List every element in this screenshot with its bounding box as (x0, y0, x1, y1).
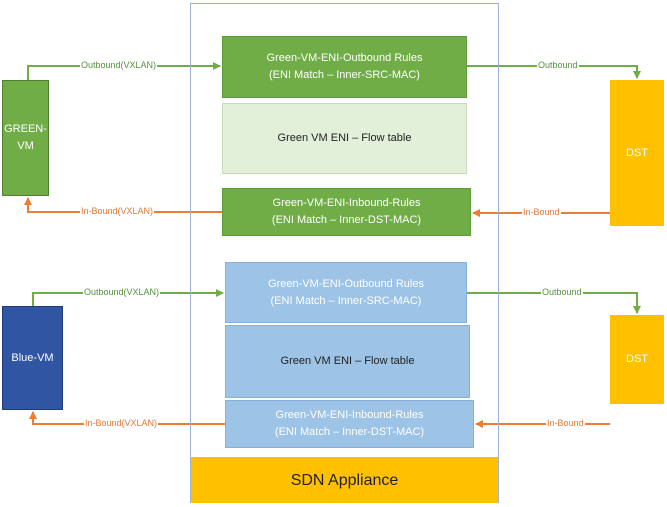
green-outbound-dst-label: Outbound (537, 60, 579, 71)
green-inbound-vxlan-arrow (24, 197, 222, 213)
green-eni-inbound-rules: Green-VM-ENI-Inbound-Rules (ENI Match – … (222, 188, 471, 236)
blue-outbound-dst-label: Outbound (541, 287, 583, 298)
green-vm-box: GREEN- VM (2, 80, 49, 196)
blue-inbound-title: Green-VM-ENI-Inbound-Rules (275, 409, 424, 421)
green-vm-label-line1: GREEN- (4, 123, 47, 135)
blue-flow-table-label: Green VM ENI – Flow table (280, 355, 415, 367)
blue-outbound-title: Green-VM-ENI-Outbound Rules (268, 277, 424, 290)
blue-eni-inbound-rules: Green-VM-ENI-Inbound-Rules (ENI Match – … (225, 400, 474, 448)
blue-outbound-vxlan-label: Outbound(VXLAN) (83, 287, 161, 298)
green-vm-label-line2: VM (17, 140, 34, 152)
blue-inbound-vxlan-arrow (29, 411, 225, 425)
green-inbound-match: (ENI Match – Inner-DST-MAC) (271, 214, 422, 226)
green-outbound-match: (ENI Match – Inner-SRC-MAC) (269, 69, 420, 81)
green-outbound-title: Green-VM-ENI-Outbound Rules (266, 52, 423, 64)
green-eni-flow-table: Green VM ENI – Flow table (222, 103, 467, 174)
blue-inbound-match: (ENI Match – Inner-DST-MAC) (274, 426, 425, 438)
blue-eni-flow-table: Green VM ENI – Flow table (225, 325, 470, 398)
green-inbound-dst-label: In-Bound (522, 207, 561, 218)
green-outbound-dst-arrow (467, 65, 641, 79)
green-inbound-title: Green-VM-ENI-Inbound-Rules (272, 197, 421, 209)
green-flow-table-label: Green VM ENI – Flow table (277, 132, 412, 144)
dst-label-green: DST (626, 146, 648, 159)
blue-eni-outbound-rules: Green-VM-ENI-Outbound Rules (ENI Match –… (225, 262, 467, 323)
blue-outbound-dst-arrow (467, 292, 641, 314)
blue-vm-label: Blue-VM (11, 351, 54, 364)
blue-inbound-vxlan-label: In-Bound(VXLAN) (84, 418, 159, 429)
green-outbound-vxlan-label: Outbound(VXLAN) (80, 60, 158, 71)
dst-box-green: DST (610, 80, 664, 226)
dst-box-blue: DST (610, 315, 664, 404)
sdn-appliance-label: SDN Appliance (290, 471, 399, 489)
blue-inbound-dst-label: In-Bound (546, 418, 585, 429)
blue-vm-box: Blue-VM (2, 306, 63, 410)
dst-label-blue: DST (626, 353, 648, 365)
sdn-appliance-bar: SDN Appliance (191, 457, 498, 503)
blue-outbound-match: (ENI Match – Inner-SRC-MAC) (270, 294, 422, 307)
green-eni-outbound-rules: Green-VM-ENI-Outbound Rules (ENI Match –… (222, 36, 467, 98)
green-inbound-vxlan-label: In-Bound(VXLAN) (80, 206, 155, 217)
